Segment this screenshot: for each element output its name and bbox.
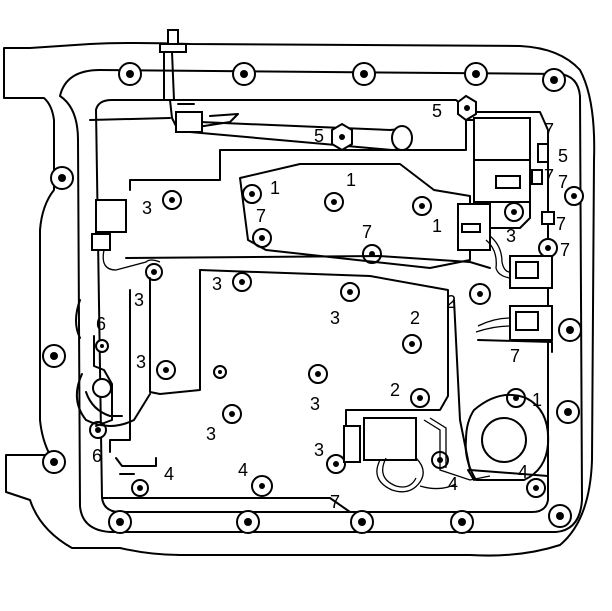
bolt-icon	[564, 186, 584, 206]
bolt-icon	[464, 62, 488, 86]
bolt-icon	[542, 68, 566, 92]
bolt-icon	[350, 510, 374, 534]
callout-5: 5	[432, 101, 442, 121]
bolt-icon	[252, 228, 272, 248]
bolt-icon	[308, 364, 328, 384]
bolt-icon	[504, 202, 524, 222]
callout-3: 3	[136, 352, 146, 372]
accumulator-housing	[464, 394, 550, 481]
bolt-icon	[95, 339, 109, 353]
callout-5: 5	[558, 146, 568, 166]
bolt-icon	[42, 450, 66, 474]
callout-3: 3	[330, 308, 340, 328]
bolt-icon	[236, 510, 260, 534]
solenoids-connectors	[91, 117, 555, 493]
bolt-icon	[410, 388, 430, 408]
callout-7: 7	[256, 206, 266, 226]
callout-4: 4	[518, 462, 528, 482]
bolt-icon	[131, 479, 149, 497]
callout-6: 6	[96, 314, 106, 334]
callout-1: 1	[346, 170, 356, 190]
callout-3: 3	[206, 424, 216, 444]
case-outline	[3, 42, 596, 557]
bolt-icon	[242, 184, 262, 204]
callout-1: 1	[532, 390, 542, 410]
bolt-icon	[402, 334, 422, 354]
bolt-icon	[352, 62, 376, 86]
bolt-icon	[222, 404, 242, 424]
bolt-icon	[469, 283, 491, 305]
detent-linkage	[89, 29, 413, 151]
callout-4: 4	[448, 474, 458, 494]
callout-3: 3	[506, 226, 516, 246]
bolt-icon	[42, 344, 66, 368]
bolt-icon	[331, 122, 353, 152]
bolt-icon	[324, 192, 344, 212]
bolt-icon	[412, 196, 432, 216]
bolt-icon	[326, 454, 346, 474]
bolt-icon	[556, 400, 580, 424]
bolt-icon	[118, 62, 142, 86]
callout-7: 7	[330, 492, 340, 512]
bolt-icon	[526, 478, 546, 498]
bolt-icon	[457, 94, 477, 122]
perimeter-bolts	[42, 62, 584, 534]
callout-7: 7	[544, 120, 554, 140]
bolt-icon	[362, 244, 382, 264]
bolt-icon	[213, 365, 227, 379]
bolt-icon	[156, 360, 176, 380]
callout-7: 7	[544, 166, 554, 186]
callout-1: 1	[432, 216, 442, 236]
callout-7: 7	[558, 172, 568, 192]
callouts: 5 5 5 7 7 7 7 7 7 7 7 7 1 1 1 1 3 3 3 3 …	[92, 101, 570, 512]
callout-6: 6	[92, 446, 102, 466]
callout-4: 4	[238, 460, 248, 480]
callout-2: 2	[410, 308, 420, 328]
callout-3: 3	[212, 274, 222, 294]
bolt-icon	[538, 238, 558, 258]
callout-7: 7	[362, 222, 372, 242]
bolt-icon	[506, 388, 526, 408]
bolt-icon	[232, 272, 252, 292]
callout-2: 2	[390, 380, 400, 400]
callout-1: 1	[270, 178, 280, 198]
callout-7: 7	[560, 240, 570, 260]
left-mechanism	[75, 299, 157, 475]
bolt-icon	[162, 190, 182, 210]
callout-5: 5	[314, 126, 324, 146]
bolt-icon	[251, 475, 273, 497]
callout-3: 3	[314, 440, 324, 460]
bolt-icon	[108, 510, 132, 534]
callout-7: 7	[510, 346, 520, 366]
callout-4: 4	[164, 464, 174, 484]
callout-3: 3	[310, 394, 320, 414]
bolt-icon	[145, 263, 163, 281]
callout-2: 2	[446, 292, 456, 312]
bolt-icon	[548, 504, 572, 528]
bolt-icon	[558, 318, 582, 342]
callout-3: 3	[142, 198, 152, 218]
bolt-icon	[450, 510, 474, 534]
callout-7: 7	[556, 214, 566, 234]
bolt-icon	[50, 166, 74, 190]
interior-bolts	[89, 94, 558, 498]
bolt-icon	[232, 62, 256, 86]
callout-3: 3	[134, 290, 144, 310]
bolt-icon	[340, 282, 360, 302]
